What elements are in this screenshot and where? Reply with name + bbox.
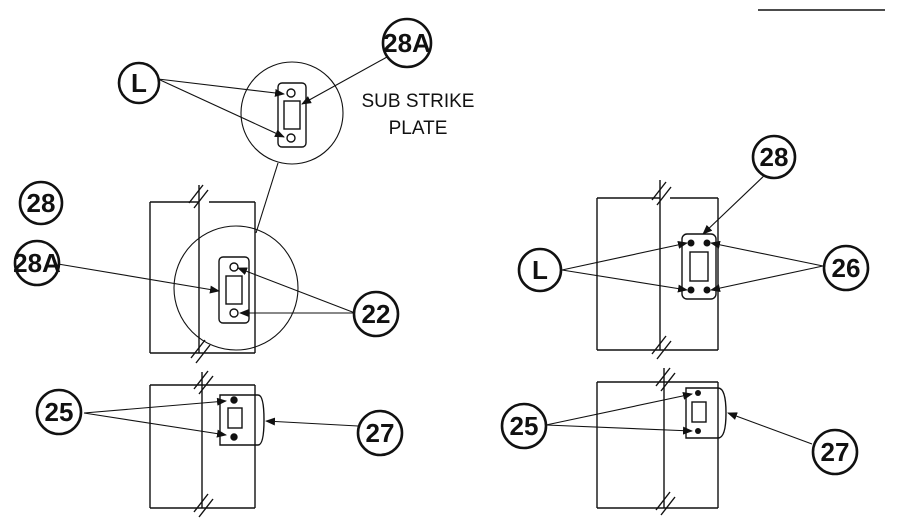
- callout-27-right: 27: [811, 428, 859, 476]
- sub-strike-plate: [277, 82, 307, 148]
- break-mark: [656, 186, 672, 206]
- callout-27-left: 27: [356, 409, 404, 457]
- leader-l-right-a: [561, 240, 688, 271]
- break-mark: [193, 493, 209, 513]
- strike-plate-opening-left: [225, 275, 243, 305]
- screw-hole: [695, 428, 701, 434]
- leader-25-left-a: [83, 397, 227, 414]
- screw-hole: [687, 239, 695, 247]
- sub-strike-plate-note-line1: SUB STRIKE: [362, 91, 475, 112]
- callout-28a-top: 28A: [381, 17, 433, 69]
- callout-label: 26: [832, 253, 861, 283]
- break-mark: [656, 340, 672, 360]
- break-mark: [660, 496, 676, 516]
- left-upper-frame: [57, 184, 356, 364]
- break-mark: [655, 367, 671, 387]
- callout-28-right: 28: [751, 134, 797, 180]
- detail-circle-left: [173, 225, 299, 351]
- callout-label: 27: [366, 418, 395, 448]
- callout-label: 27: [821, 437, 850, 467]
- callout-label: 28: [760, 142, 789, 172]
- leader-22-a: [237, 267, 356, 314]
- leader-25-left-b: [83, 412, 227, 438]
- screw-hole-bottom: [286, 133, 296, 143]
- break-mark: [651, 181, 667, 201]
- sub-strike-plate-detail: [157, 56, 388, 234]
- break-mark: [193, 189, 209, 209]
- leader-26-a: [710, 240, 824, 267]
- break-mark: [651, 335, 667, 355]
- screw-hole: [695, 390, 701, 396]
- detail-circle-top: [240, 61, 344, 165]
- callout-label: 28: [27, 188, 56, 218]
- callout-label: 25: [510, 411, 539, 441]
- leader-28-right: [702, 172, 768, 235]
- leader-28a-left: [57, 263, 220, 294]
- leader-25-right-a: [545, 391, 693, 426]
- keeper-opening-left: [227, 407, 243, 429]
- break-mark: [193, 370, 209, 390]
- callout-25-left: 25: [35, 388, 83, 436]
- left-lower-frame: [83, 370, 359, 518]
- screw-hole: [703, 239, 711, 247]
- callout-label: 22: [362, 299, 391, 329]
- callout-26: 26: [822, 244, 870, 292]
- callout-l-right: L: [517, 247, 563, 293]
- right-lower-frame: [545, 367, 813, 516]
- right-upper-frame: [561, 172, 824, 360]
- callout-label: 28A: [13, 248, 61, 278]
- callout-label: L: [532, 255, 548, 285]
- screw-hole: [229, 308, 239, 318]
- leader-25-right-b: [545, 424, 693, 435]
- break-mark: [198, 375, 214, 395]
- break-mark: [188, 184, 204, 204]
- leader-27-right: [727, 412, 813, 445]
- break-mark: [195, 344, 211, 364]
- sub-strike-plate-opening: [283, 100, 301, 130]
- break-mark: [655, 491, 671, 511]
- break-mark: [190, 339, 206, 359]
- callout-l-top: L: [117, 61, 161, 105]
- callout-label: 25: [45, 397, 74, 427]
- screw-hole-top: [286, 88, 296, 98]
- detail-connector: [255, 162, 279, 234]
- callout-label: L: [131, 68, 147, 98]
- screw-hole: [230, 433, 238, 441]
- sub-strike-plate-note-line2: PLATE: [389, 118, 448, 139]
- callout-25-right: 25: [500, 402, 548, 450]
- callout-28a-left: 28A: [13, 239, 61, 287]
- screw-hole: [230, 396, 238, 404]
- screw-hole: [703, 286, 711, 294]
- leader-l-top-b: [157, 78, 285, 138]
- leader-27-left: [265, 417, 359, 427]
- keeper-left: [219, 394, 265, 446]
- screw-hole: [229, 262, 239, 272]
- keeper-right: [685, 387, 727, 439]
- strike-plate-opening-right: [689, 251, 709, 282]
- keeper-opening-right: [691, 401, 707, 423]
- break-mark: [660, 372, 676, 392]
- leader-26-b: [710, 265, 824, 293]
- strike-plate-right: [681, 233, 717, 300]
- callout-28-left: 28: [18, 180, 64, 226]
- callout-label: 28A: [383, 28, 431, 58]
- leader-l-top-a: [157, 78, 285, 97]
- leader-l-right-b: [561, 269, 688, 293]
- callout-22: 22: [352, 290, 400, 338]
- break-mark: [198, 498, 214, 518]
- screw-hole: [687, 286, 695, 294]
- leader-28a-top: [301, 56, 388, 105]
